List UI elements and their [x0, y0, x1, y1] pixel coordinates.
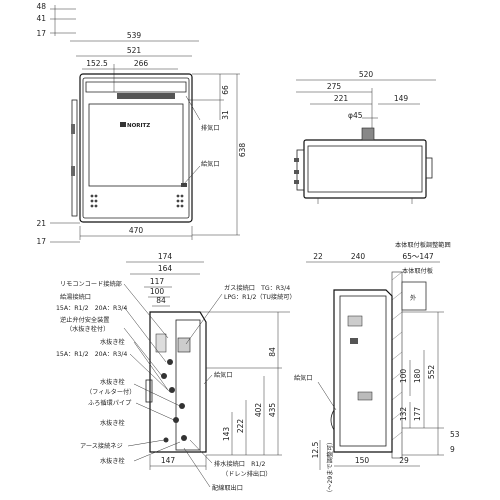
dim-21: 21: [36, 219, 46, 228]
label-wiring: 配線取出口: [212, 484, 243, 492]
dim-149: 149: [394, 94, 409, 103]
install-view: 本体取付板調整範囲 22 240 65～147 本体取付板 外 給気口: [294, 241, 460, 496]
front-view: 48 41 17 539 521 152.5 266 NORITZ: [36, 2, 247, 246]
top-view: 520 275 221 149 φ45: [294, 70, 436, 204]
dim-174: 174: [158, 252, 173, 261]
label-outside: 外: [410, 294, 416, 302]
dim-266: 266: [134, 59, 149, 68]
dim-84: 84: [156, 296, 166, 305]
label-drain-filter-sub: （フィルター付）: [86, 388, 135, 396]
dim-66: 66: [221, 85, 230, 95]
brand-logo: NORITZ: [127, 123, 150, 129]
flue-outlet: [361, 127, 375, 141]
label-install-intake: 給気口: [294, 374, 313, 382]
dim-638: 638: [238, 143, 247, 158]
dim-143: 143: [222, 427, 231, 442]
front-body-outline: [79, 73, 193, 223]
dim-240: 240: [351, 252, 366, 261]
label-bracket: 本体取付板: [402, 267, 433, 275]
dim-100v: 100: [399, 369, 408, 384]
dim-275: 275: [327, 82, 342, 91]
dim-53: 53: [450, 430, 460, 439]
dim-470: 470: [129, 226, 144, 235]
dim-152-5: 152.5: [86, 59, 108, 68]
dim-132: 132: [399, 407, 408, 422]
dim-552: 552: [427, 365, 436, 380]
label-exhaust-drain: 排水接続口 R1/2: [214, 460, 265, 468]
dim-22: 22: [313, 252, 323, 261]
dim-150: 150: [355, 456, 370, 465]
dim-177: 177: [413, 407, 422, 422]
label-drain-filter: 水抜き栓: [100, 378, 125, 386]
dim-100: 100: [150, 287, 165, 296]
label-drain1: 水抜き栓: [100, 338, 125, 346]
dim-520: 520: [359, 70, 374, 79]
dim-435: 435: [268, 403, 277, 418]
dim-221: 221: [334, 94, 349, 103]
label-lpg: LPG：R1/2（TU接続可）: [224, 293, 296, 301]
label-backflow-sub: （水抜き栓付）: [66, 325, 109, 333]
vent-holes: [90, 194, 184, 208]
install-body-outline: [333, 289, 393, 453]
dim-48: 48: [36, 2, 46, 11]
dim-31: 31: [221, 110, 230, 120]
dim-9: 9: [450, 445, 455, 454]
dim-402: 402: [254, 403, 263, 418]
label-adjust: （～29まで調整可）: [326, 439, 334, 496]
dim-phi45: φ45: [348, 111, 363, 120]
dim-41: 41: [36, 14, 46, 23]
label-earth: アース接続ネジ: [80, 442, 123, 450]
label-drain2-a: 水抜き栓: [100, 419, 125, 427]
dim-12-5: 12.5: [311, 441, 320, 458]
dim-180: 180: [413, 369, 422, 384]
dim-521: 521: [127, 46, 142, 55]
label-bracket-adj: 本体取付板調整範囲: [395, 241, 451, 249]
top-body-outline: [303, 139, 427, 199]
label-exhaust-drain-sub: （ドレン排出口）: [222, 470, 272, 478]
dim-17b: 17: [36, 237, 46, 246]
exhaust-grille: [117, 93, 175, 99]
dim-range: 65～147: [402, 252, 434, 261]
label-hot-out: 給湯接続口: [60, 293, 91, 301]
label-backflow: 逆止弁付安全装置: [60, 316, 110, 324]
label-hot-size: 15A：R1/2 20A：R3/4: [56, 305, 127, 312]
dim-222: 222: [236, 419, 245, 434]
label-intake: 給気口: [201, 160, 220, 168]
label-freeze-pipe: ふろ循環パイプ: [88, 399, 132, 407]
dim-147: 147: [161, 456, 176, 465]
label-side-intake: 給気口: [214, 371, 233, 379]
label-drain2: 水抜き栓: [100, 457, 125, 465]
dim-117: 117: [150, 277, 165, 286]
label-gas: ガス接続口 TG：R3/4: [224, 284, 290, 292]
label-exhaust: 排気口: [201, 124, 220, 132]
dim-164: 164: [158, 264, 173, 273]
side-view: 174 164 117 100 84 147 84 435: [56, 252, 296, 492]
label-remote: リモコンコード接続部: [60, 280, 122, 288]
label-water-in: 15A：R1/2 20A：R3/4: [56, 351, 127, 358]
dim-29: 29: [399, 456, 409, 465]
side-body-outline: [149, 311, 207, 453]
dim-17: 17: [36, 29, 46, 38]
dim-539: 539: [127, 31, 142, 40]
dim-84v: 84: [268, 347, 277, 357]
